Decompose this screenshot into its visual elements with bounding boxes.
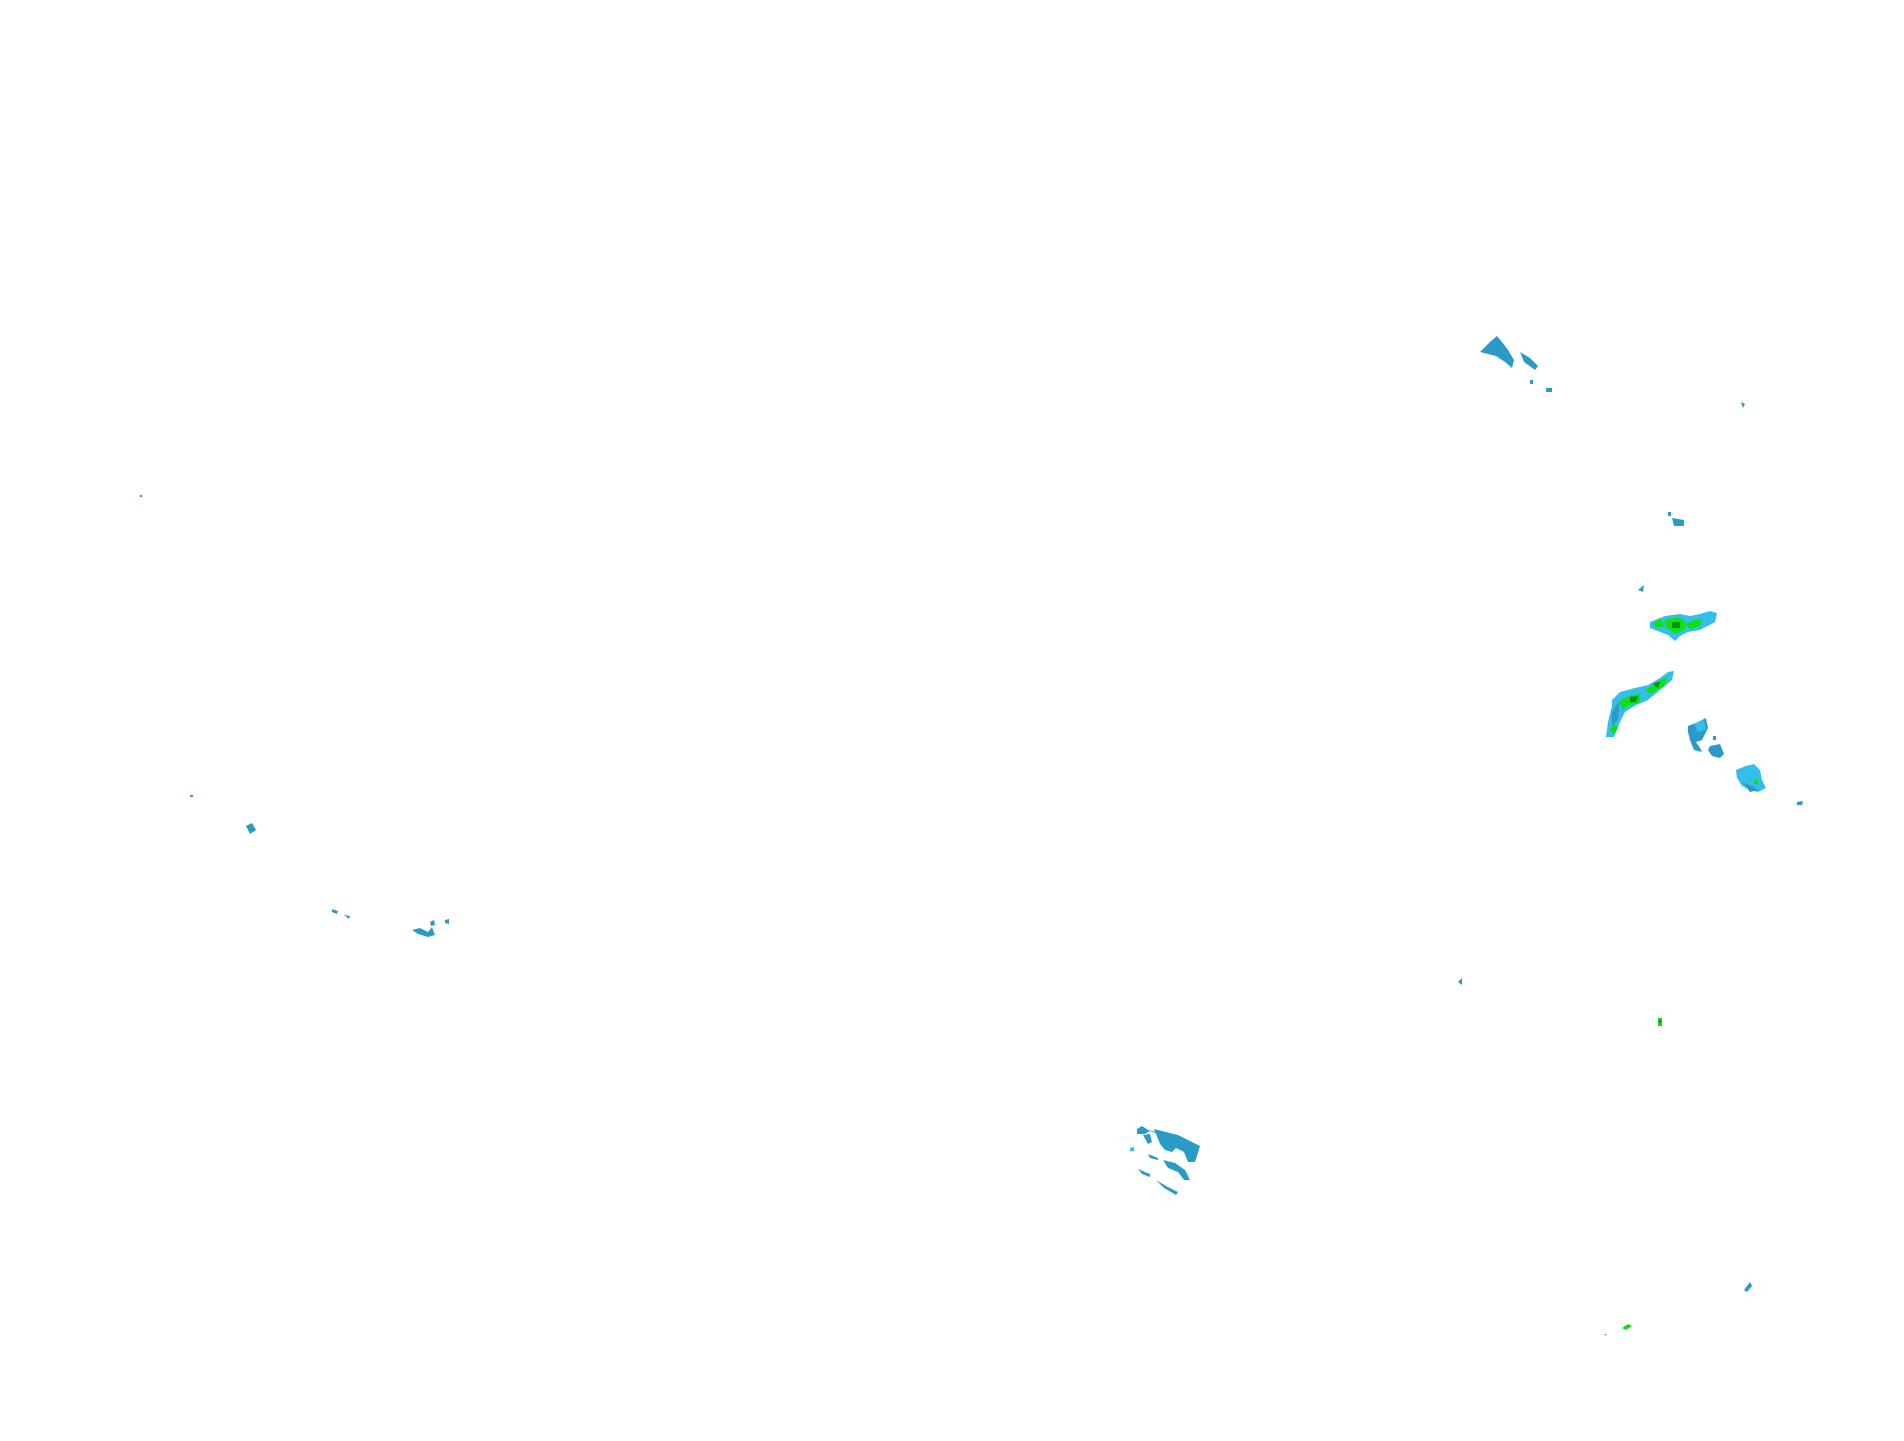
echo-cell-3 xyxy=(1688,718,1724,758)
echo-cell-storm-2 xyxy=(1606,671,1674,737)
echo-cluster-west xyxy=(140,495,449,937)
echo-cluster-north xyxy=(1480,336,1745,592)
echo-cell-4 xyxy=(1736,764,1803,805)
echo-cluster-south xyxy=(1130,978,1752,1336)
echo-cell-storm-1 xyxy=(1650,611,1717,641)
